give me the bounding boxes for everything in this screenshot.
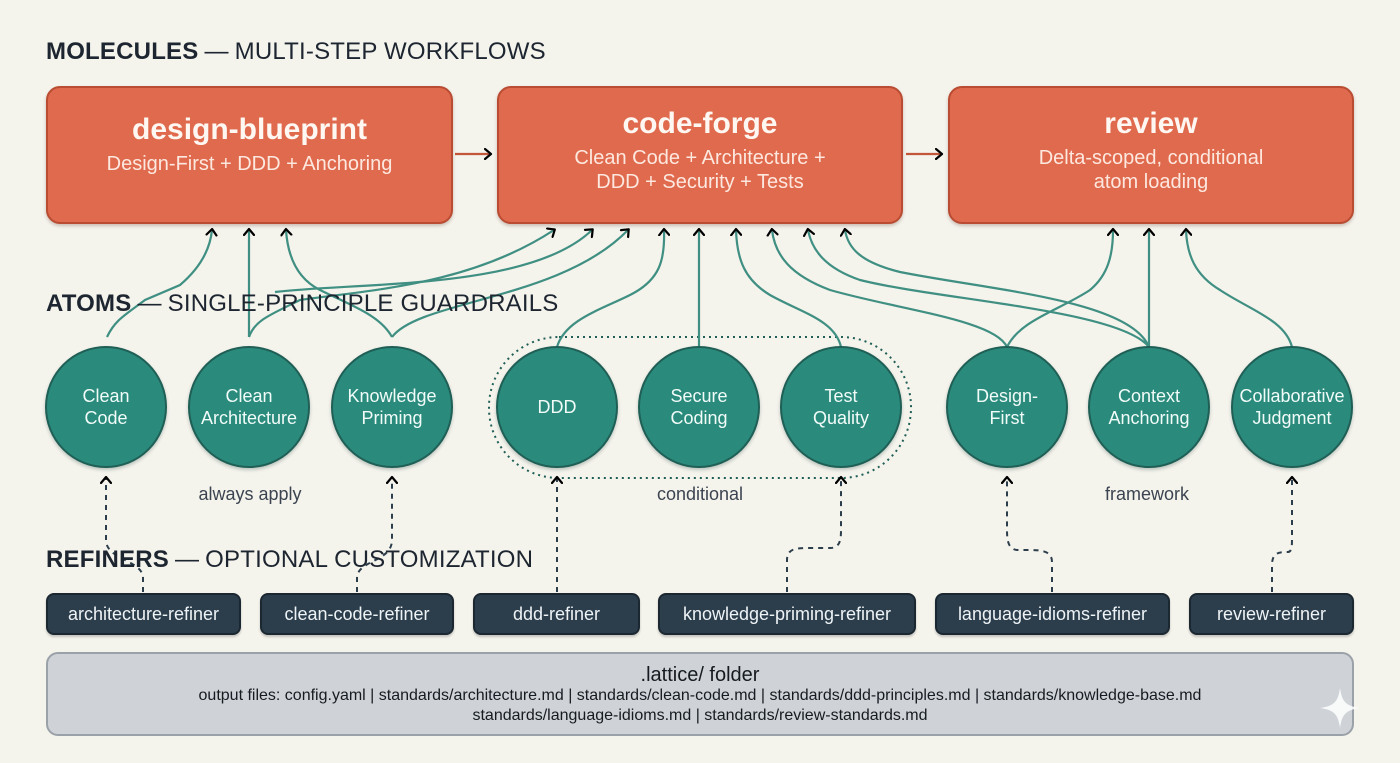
atom-ddd[interactable]: DDD: [496, 346, 618, 468]
molecule-title: review: [1104, 107, 1198, 140]
atom-label: Design- First: [975, 386, 1039, 428]
folder-files-line-1: output files: config.yaml | standards/ar…: [198, 687, 1202, 704]
refiner-review-refiner[interactable]: review-refiner: [1189, 593, 1354, 635]
sparkle-icon: [1320, 688, 1360, 728]
edge-test-quality-to-code-forge: [736, 230, 843, 348]
molecule-description: Delta-scoped, conditional atom loading: [1038, 147, 1264, 193]
atom-clean-architecture[interactable]: Clean Architecture: [188, 346, 310, 468]
refiner-to-atom-edges: [106, 478, 1292, 592]
atoms-heading: ATOMS—SINGLE-PRINCIPLE GUARDRAILS: [46, 290, 559, 317]
molecule-title: code-forge: [622, 107, 778, 140]
folder-title: .lattice/ folder: [640, 664, 760, 686]
atom-label: Knowledge Priming: [347, 386, 437, 428]
edge-clean-architecture-to-code-forge: [247, 230, 554, 338]
refiners-heading-label: REFINERS: [46, 546, 169, 573]
atom-clean-code[interactable]: Clean Code: [45, 346, 167, 468]
edge-collaborative-judgment-to-review: [1186, 230, 1294, 348]
caption-framework: framework: [1104, 484, 1189, 504]
edge-ddd-to-code-forge: [555, 230, 664, 348]
edge-clean-code-to-design-blueprint: [106, 230, 212, 338]
molecules-heading-subtitle: MULTI-STEP WORKFLOWS: [234, 38, 546, 65]
edge-context-anchoring-to-code-forge-b: [845, 230, 1151, 348]
atom-label: Clean Code: [82, 386, 130, 428]
edge-context-anchoring-to-code-forge-a: [808, 230, 1150, 348]
atom-knowledge-priming[interactable]: Knowledge Priming: [331, 346, 453, 468]
atom-collaborative-judgment[interactable]: Collaborative Judgment: [1231, 346, 1353, 468]
molecule-review[interactable]: review Delta-scoped, conditional atom lo…: [948, 86, 1354, 224]
refiner-ddd-refiner[interactable]: ddd-refiner: [473, 593, 640, 635]
refiner-language-idioms-refiner[interactable]: language-idioms-refiner: [935, 593, 1170, 635]
atom-label: Collaborative Judgment: [1239, 386, 1345, 428]
edge-knowledge-priming-to-design-blueprint: [286, 230, 393, 338]
molecule-design-blueprint[interactable]: design-blueprint Design-First + DDD + An…: [46, 86, 453, 224]
molecule-description: Design-First + DDD + Anchoring: [106, 153, 393, 175]
molecule-title: design-blueprint: [132, 113, 367, 146]
refiners-heading-subtitle: OPTIONAL CUSTOMIZATION: [205, 546, 534, 573]
atom-label: Context Anchoring: [1108, 386, 1190, 428]
edge-clean-code-refiner-to-knowledge-priming: [356, 478, 392, 592]
edge-knowledge-priming-to-code-forge: [391, 230, 628, 338]
refiners-heading: REFINERS—OPTIONAL CUSTOMIZATION: [46, 546, 534, 573]
refiner-knowledge-priming-refiner[interactable]: knowledge-priming-refiner: [658, 593, 916, 635]
atom-label: DDD: [537, 397, 577, 417]
molecule-description: Clean Code + Architecture + DDD + Securi…: [574, 147, 826, 193]
atom-label: Clean Architecture: [200, 386, 298, 428]
edge-knowledge-priming-refiner-to-test-quality: [786, 478, 841, 592]
folder-files-line-2: standards/language-idioms.md | standards…: [472, 707, 928, 724]
conditional-group-outline: [488, 336, 912, 479]
atom-to-molecule-edges: [106, 230, 1294, 348]
atoms-heading-subtitle: SINGLE-PRINCIPLE GUARDRAILS: [167, 290, 559, 317]
atom-label: Secure Coding: [670, 386, 728, 428]
molecules-heading: MOLECULES—MULTI-STEP WORKFLOWS: [46, 38, 546, 65]
atom-label: Test Quality: [812, 386, 870, 428]
edge-language-idioms-refiner-to-design-first: [1007, 478, 1053, 592]
atom-test-quality[interactable]: Test Quality: [780, 346, 902, 468]
molecules-heading-label: MOLECULES: [46, 38, 199, 65]
atom-secure-coding[interactable]: Secure Coding: [638, 346, 760, 468]
lattice-output-folder: .lattice/ folder output files: config.ya…: [46, 652, 1354, 736]
refiner-clean-code-refiner[interactable]: clean-code-refiner: [260, 593, 454, 635]
atoms-heading-label: ATOMS: [46, 290, 132, 317]
edge-design-first-to-review: [1006, 230, 1113, 348]
edge-clean-code-to-code-forge: [274, 230, 592, 294]
edge-design-first-to-code-forge: [772, 230, 1009, 348]
refiner-architecture-refiner[interactable]: architecture-refiner: [46, 593, 241, 635]
edge-architecture-refiner-to-clean-code: [106, 478, 144, 592]
edge-review-refiner-to-collaborative-judgment: [1271, 478, 1292, 592]
atom-design-first[interactable]: Design- First: [946, 346, 1068, 468]
atom-context-anchoring[interactable]: Context Anchoring: [1088, 346, 1210, 468]
molecule-code-forge[interactable]: code-forge Clean Code + Architecture + D…: [497, 86, 903, 224]
caption-always-apply: always apply: [198, 484, 302, 504]
caption-conditional: conditional: [656, 484, 744, 504]
